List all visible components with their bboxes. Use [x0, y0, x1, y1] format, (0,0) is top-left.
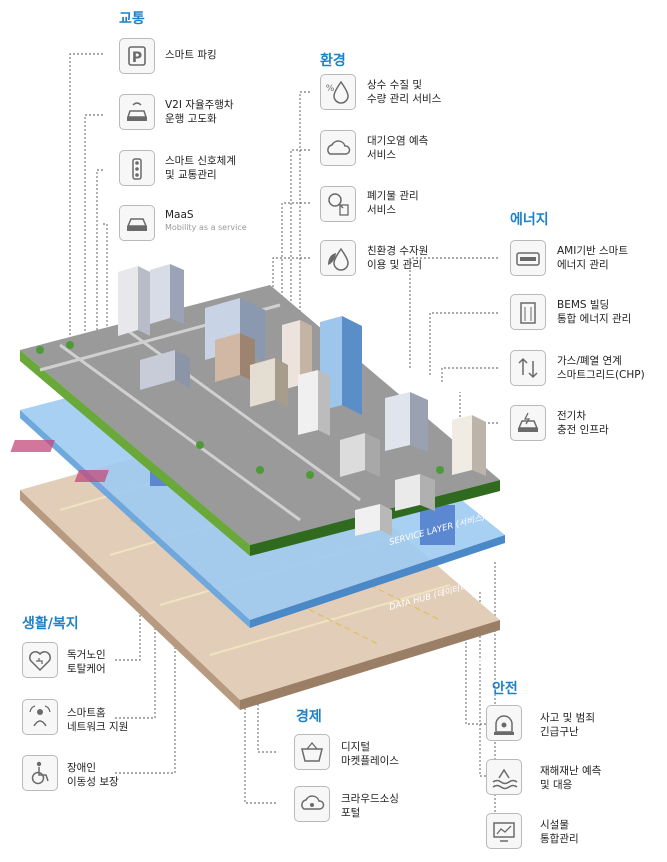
traffic-light-icon [119, 150, 155, 186]
category-living: 생활/복지 [22, 616, 79, 632]
category-traffic: 교통 [119, 11, 145, 27]
heart-care-icon [22, 642, 58, 678]
monitor-chart-icon [486, 813, 522, 849]
water-drop-percent-icon: % [320, 74, 356, 110]
shopping-basket-icon [294, 734, 330, 770]
infrastructure-layer-label: INFRASTRUCTURE (인프라) [388, 654, 497, 693]
ev-charger-icon [510, 405, 546, 441]
wheelchair-icon [22, 755, 58, 791]
category-environment: 환경 [320, 53, 346, 69]
category-economy: 경제 [296, 709, 322, 725]
alarm-icon [486, 705, 522, 741]
category-safety: 안전 [492, 681, 518, 697]
svg-text:P: P [132, 50, 142, 66]
svg-text:%: % [326, 84, 335, 94]
grid-transfer-icon [510, 350, 546, 386]
cloud-network-icon [294, 786, 330, 822]
category-energy: 에너지 [510, 212, 549, 228]
smart-meter-icon [510, 240, 546, 276]
flood-icon [486, 759, 522, 795]
leaf-drop-icon [320, 240, 356, 276]
maas-subtitle: Mobility as a service [165, 223, 247, 232]
trash-magnifier-icon [320, 186, 356, 222]
cloud-icon [320, 130, 356, 166]
smart-parking-label: 스마트 파킹 [165, 49, 217, 61]
connected-car-icon [119, 94, 155, 130]
parking-icon: P [119, 38, 155, 74]
buildings [118, 264, 486, 536]
service-layer [20, 285, 500, 545]
car-icon [119, 205, 155, 241]
building-icon [510, 294, 546, 330]
network-person-icon [22, 699, 58, 735]
